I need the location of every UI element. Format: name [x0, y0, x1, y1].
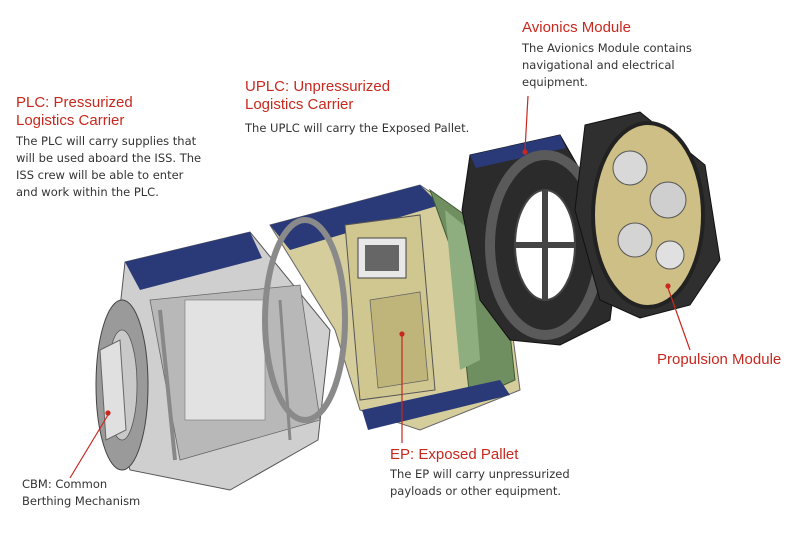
leader-cbm	[69, 414, 109, 479]
leader-propulsion	[667, 287, 691, 351]
leader-lines	[69, 95, 691, 479]
ep-pallet	[344, 214, 436, 401]
ep-title: EP: Exposed Pallet	[390, 446, 519, 463]
avionics-title: Avionics Module	[522, 19, 631, 36]
plc-module	[95, 231, 331, 491]
propulsion-module	[574, 111, 721, 319]
uplc-title: UPLC: Unpressurized Logistics Carrier	[245, 78, 391, 113]
avionics-description: The Avionics Module contains navigationa…	[522, 41, 692, 89]
uplc-description: The UPLC will carry the Exposed Pallet.	[245, 121, 470, 135]
cbm-label: CBM: Common Berthing Mechanism	[22, 477, 141, 508]
propulsion-title: Propulsion Module	[657, 351, 782, 368]
plc-title: PLC: Pressurized Logistics Carrier	[16, 94, 133, 129]
plc-description: The PLC will carry supplies that will be…	[16, 134, 202, 199]
ep-description: The EP will carry unpressurized payloads…	[390, 467, 570, 498]
leader-avionics	[524, 95, 529, 151]
